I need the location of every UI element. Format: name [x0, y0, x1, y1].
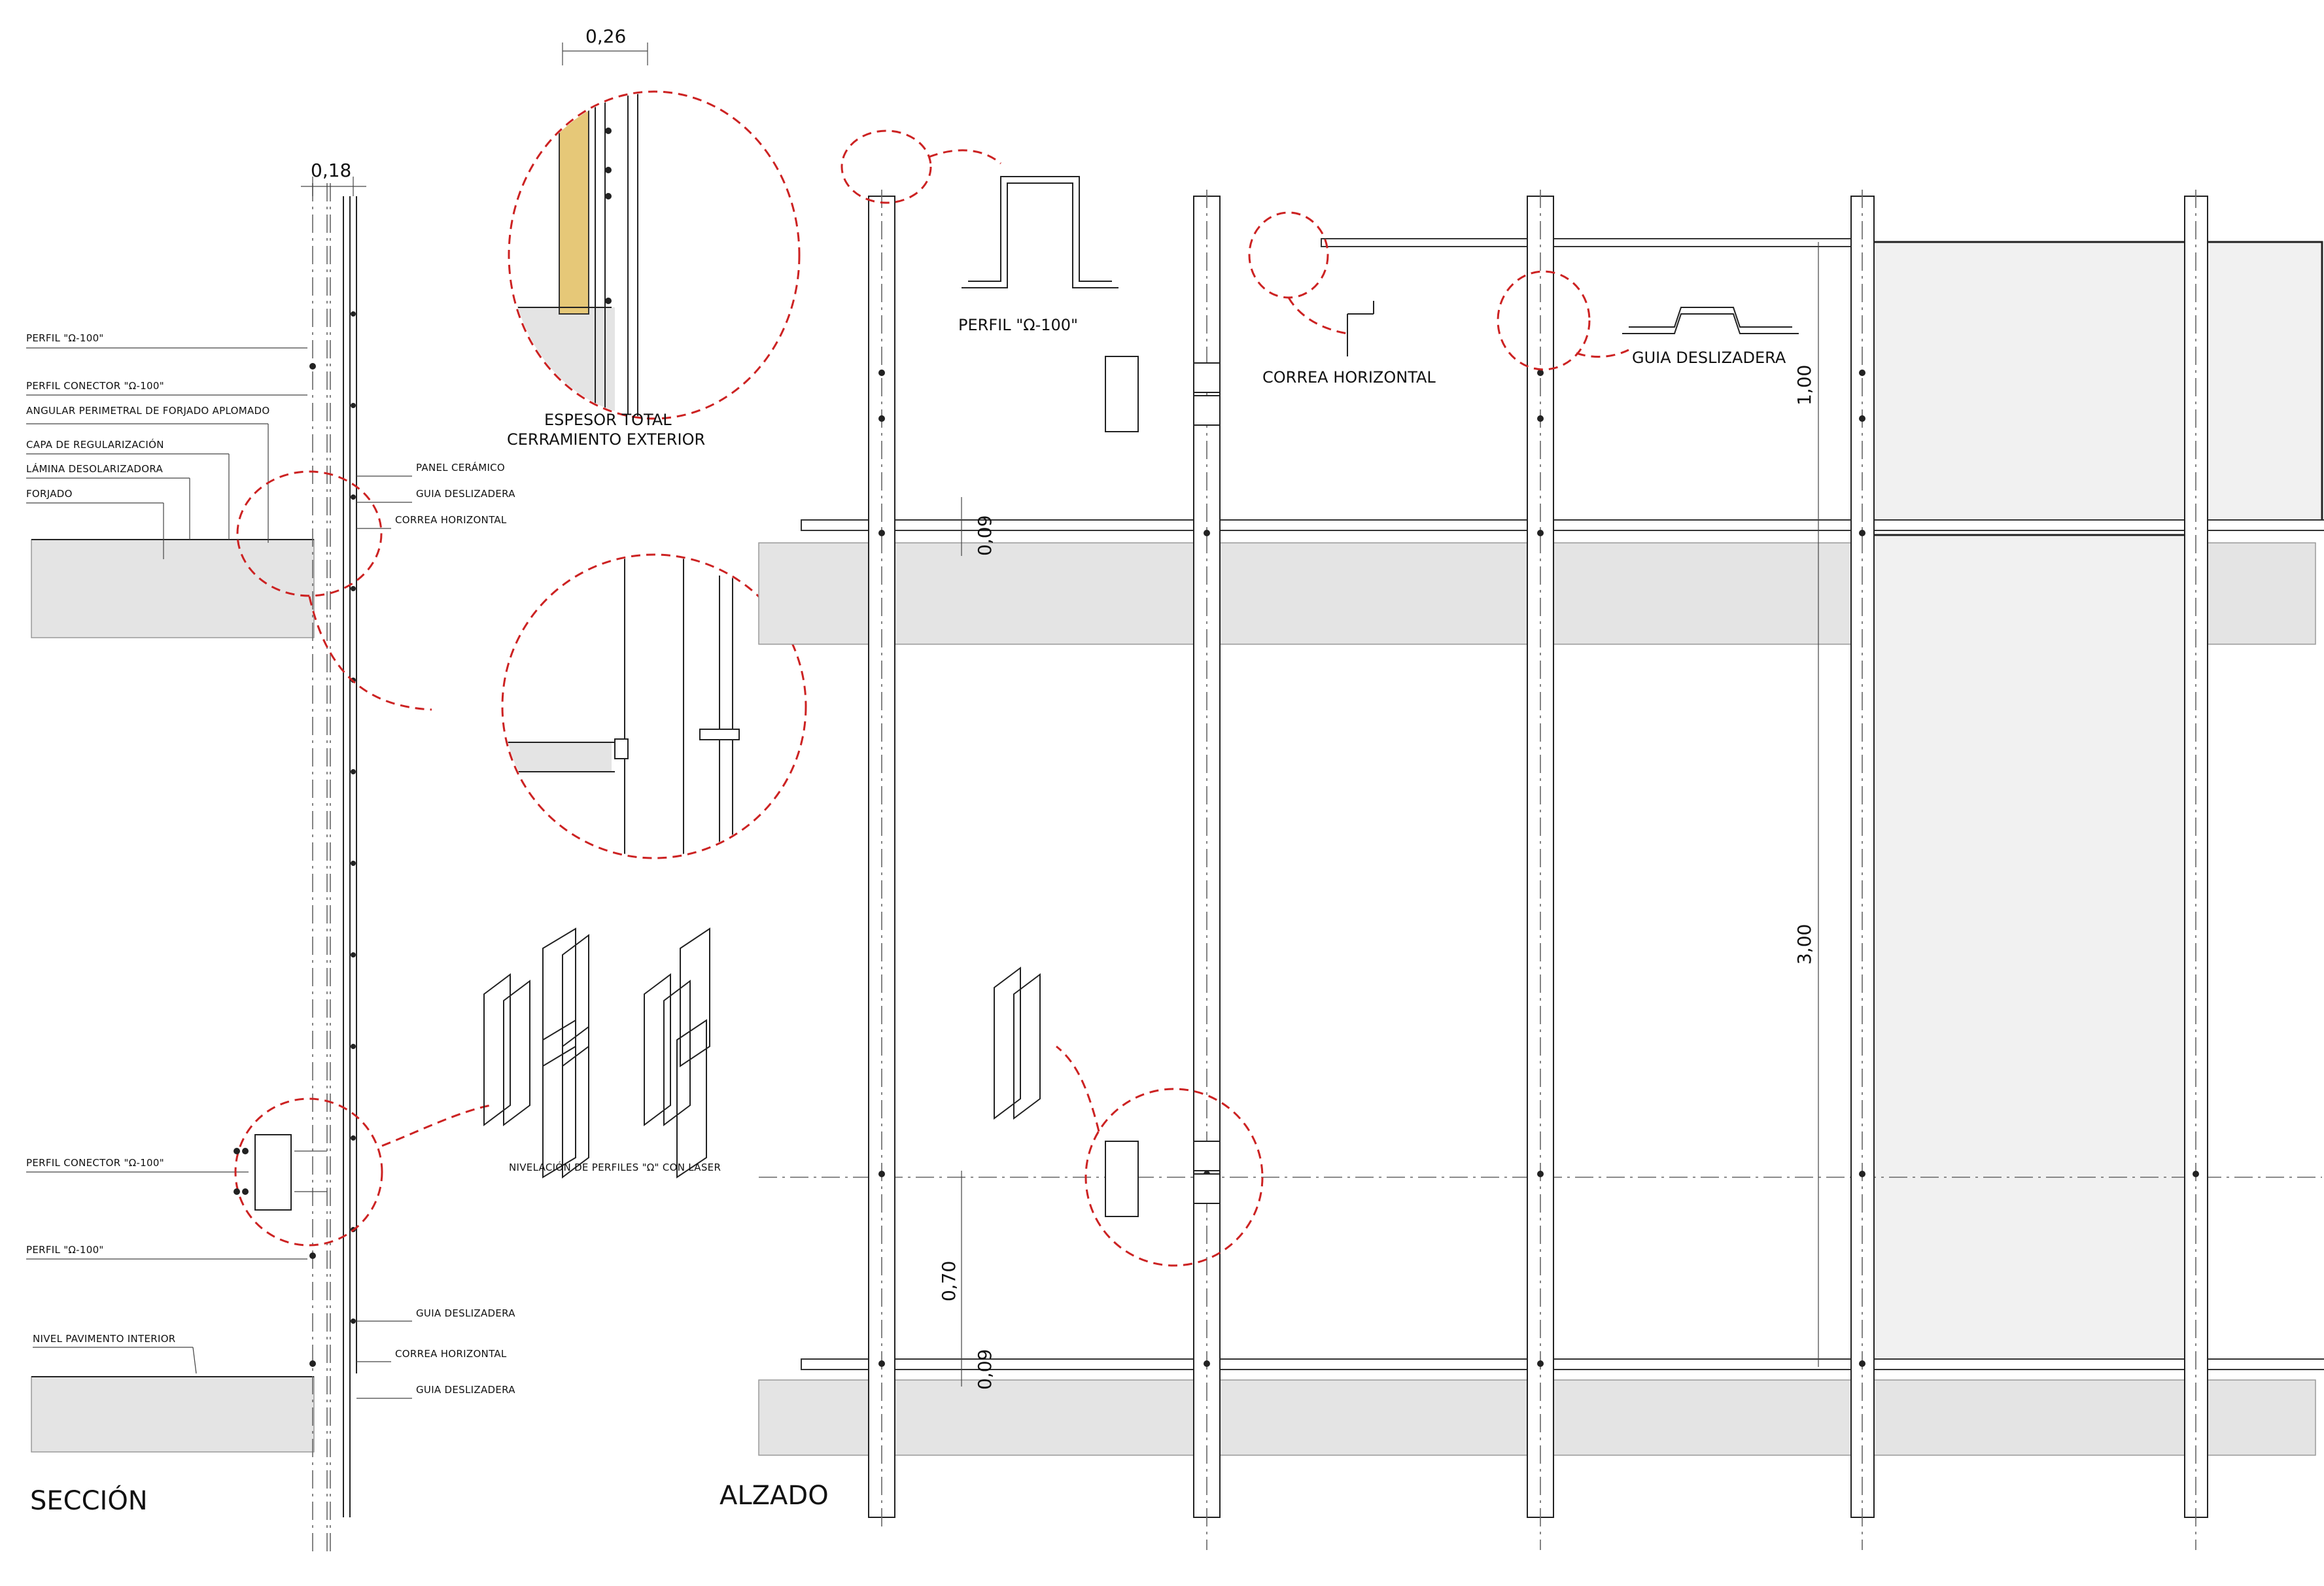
label-perfil-conector-2: PERFIL CONECTOR "Ω-100" [26, 1157, 164, 1169]
dim-floor-height: 3,00 [1794, 924, 1815, 965]
dim-total-thickness: 0,26 [585, 26, 626, 47]
title-alzado: ALZADO [720, 1481, 829, 1511]
label-perfil-omega-detail: PERFIL "Ω-100" [958, 316, 1078, 334]
slab-pavimento-section [31, 1376, 315, 1453]
label-perfil-omega-2: PERFIL "Ω-100" [26, 1244, 104, 1256]
label-angular: ANGULAR PERIMETRAL DE FORJADO APLOMADO [26, 405, 269, 417]
label-lamina: LÁMINA DESOLARIZADORA [26, 462, 163, 475]
ceramic-panel-main [1866, 534, 2199, 1364]
slab-forjado-upper-section [31, 539, 315, 638]
label-capa-regularizacion: CAPA DE REGULARIZACIÓN [26, 438, 164, 451]
label-guia-deslizadera-1: GUIA DESLIZADERA [416, 488, 515, 500]
dim-section-thickness: 0,18 [311, 160, 351, 181]
callout-connector [234, 1097, 383, 1247]
ceramic-panel-top [1866, 241, 2323, 531]
label-guia-deslizadera-3: GUIA DESLIZADERA [416, 1384, 515, 1396]
section-view: 0,18 PERFIL "Ω-100" PERFIL CONECTOR "Ω-1… [26, 160, 515, 1557]
callout-slab-joint [236, 470, 383, 597]
section-labels: PERFIL "Ω-100" PERFIL CONECTOR "Ω-100" A… [26, 332, 515, 1399]
label-guia-deslizadera-detail: GUIA DESLIZADERA [1632, 349, 1786, 367]
label-nivel-pavimento: NIVEL PAVIMENTO INTERIOR [33, 1333, 176, 1345]
label-perfil-conector: PERFIL CONECTOR "Ω-100" [26, 380, 164, 392]
label-perfil-omega: PERFIL "Ω-100" [26, 332, 104, 344]
label-correa-horizontal-2: CORREA HORIZONTAL [395, 1348, 507, 1360]
espesor-total-line2: CERRAMIENTO EXTERIOR [507, 430, 705, 449]
post-5 [2184, 190, 2208, 1550]
label-correa-horizontal-detail: CORREA HORIZONTAL [1262, 368, 1436, 387]
dim-level-offset: 0,70 [938, 1261, 960, 1302]
post-3 [1527, 190, 1554, 1550]
title-seccion: SECCIÓN [30, 1485, 148, 1516]
post-4 [1850, 190, 1875, 1550]
detail-slab-joint [501, 553, 807, 859]
elevation-view: PERFIL "Ω-100" CORREA HORIZONTAL GUIA DE… [720, 129, 2324, 1550]
label-correa-horizontal-1: CORREA HORIZONTAL [395, 514, 507, 526]
label-panel-ceramico: PANEL CERÁMICO [416, 461, 505, 474]
dim-band-height: 1,00 [1794, 365, 1815, 405]
label-nivelacion: NIVELACIÓN DE PERFILES "Ω" CON LASER [509, 1161, 721, 1173]
profile-3d-sketches [483, 927, 1041, 1179]
post-2 [1193, 190, 1221, 1550]
detail-top: 0,26 ESPESOR TOTAL CERRAMIENTO EXTERIOR [507, 26, 801, 449]
espesor-total-line1: ESPESOR TOTAL [544, 411, 672, 429]
dim-joint-upper: 0,09 [974, 515, 996, 556]
dim-joint-lower: 0,09 [974, 1349, 996, 1390]
label-guia-deslizadera-2: GUIA DESLIZADERA [416, 1307, 515, 1319]
post-1 [868, 190, 895, 1530]
label-forjado: FORJADO [26, 488, 73, 500]
